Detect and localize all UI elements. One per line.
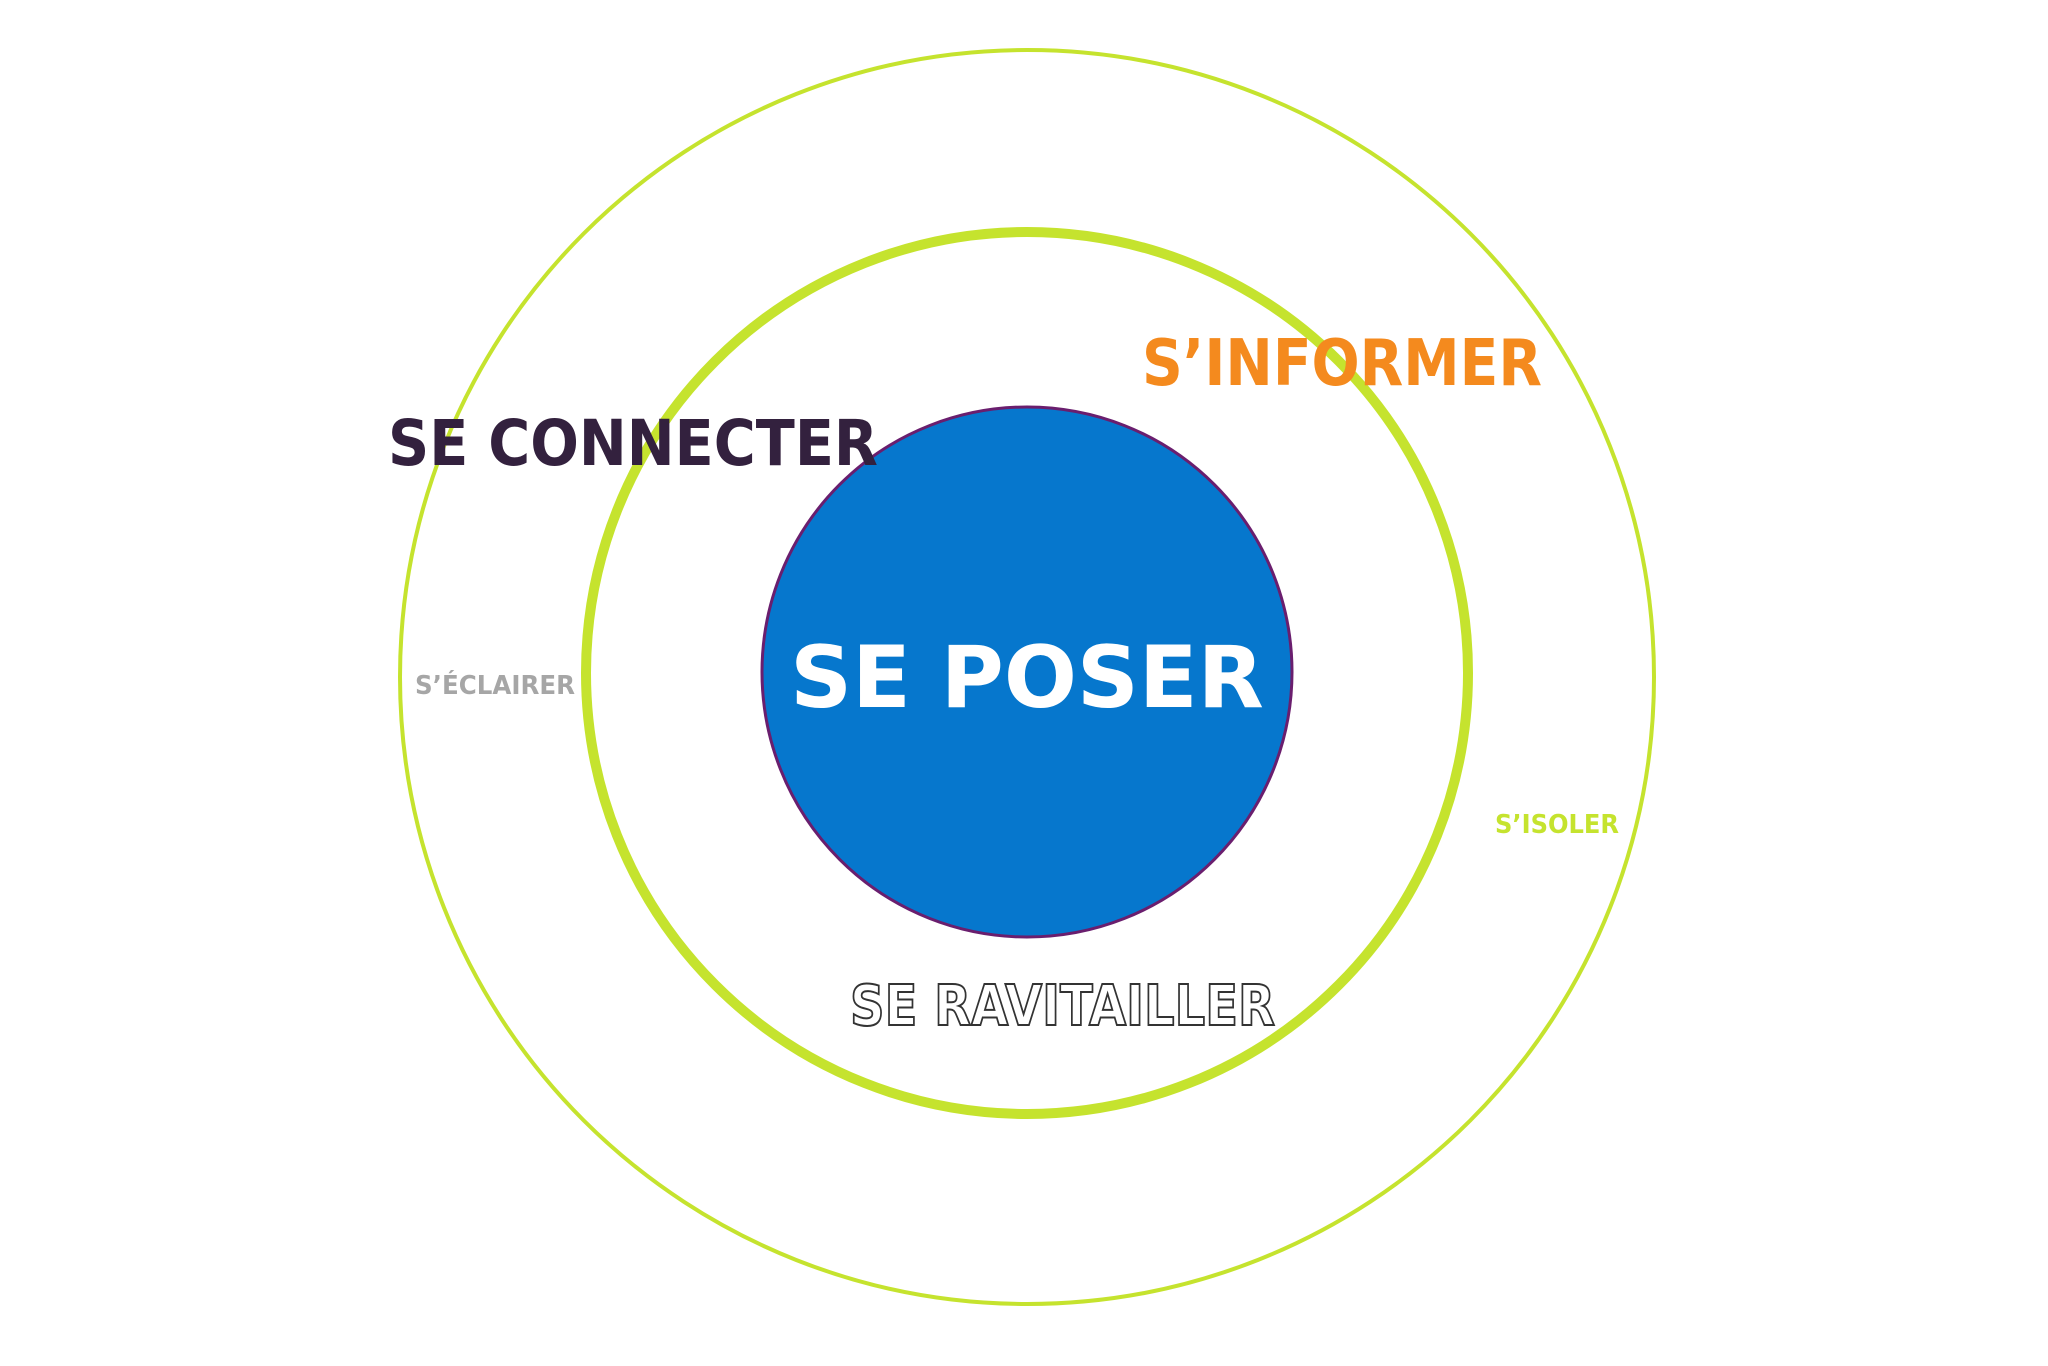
outer-ring	[398, 48, 1656, 1306]
center-circle	[760, 405, 1294, 939]
label-s-isoler: S’ISOLER	[1495, 810, 1619, 840]
label-s-informer: S’INFORMER	[1142, 327, 1542, 401]
label-s-eclairer: S’ÉCLAIRER	[415, 669, 575, 701]
label-se-connecter: SE CONNECTER	[388, 407, 878, 480]
middle-ring	[581, 227, 1473, 1119]
center-label: SE POSER	[790, 628, 1264, 728]
label-se-ravitailler: SE RAVITAILLER	[850, 974, 1275, 1039]
